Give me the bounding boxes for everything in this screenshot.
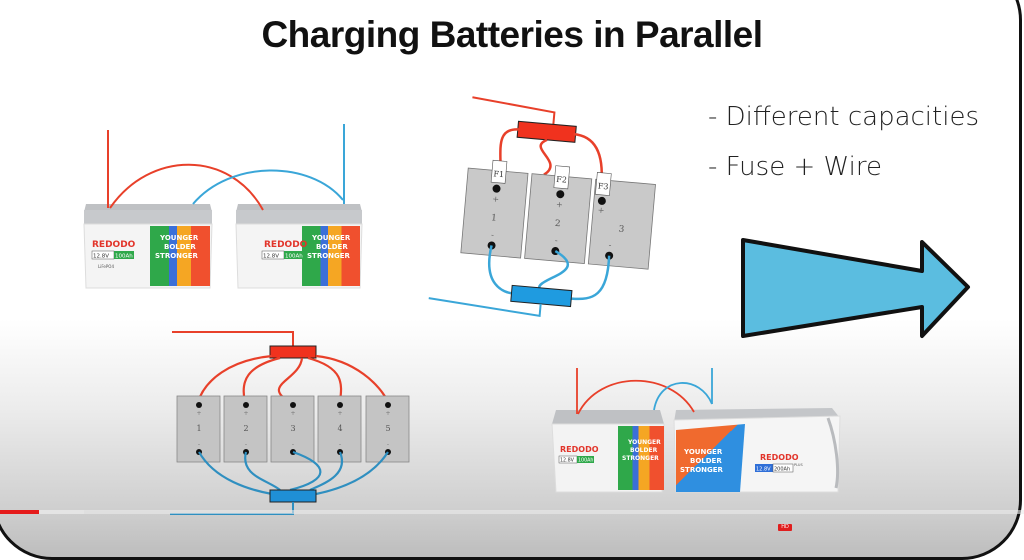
slogan-line-3: STRONGER [155,252,199,260]
plus-label: + [290,410,295,417]
plus-suffix-label: PLUS [794,463,803,467]
mixed-capacity-battery-photo: REDODO 12.8V 100Ah YOUNGER BOLDER STRONG… [551,368,841,493]
hd-badge: HD [778,524,792,531]
minus-label: - [198,441,200,448]
plus-label: + [243,410,248,417]
chemistry-label: LiFePO4 [98,264,114,269]
negative-jumper-wire [192,169,344,205]
fuse-f1 [490,159,508,184]
bullet-fuse-wire: - Fuse + Wire [708,152,882,182]
battery-200ah: YOUNGER BOLDER STRONGER REDODO 12.8V 200… [673,408,841,493]
battery-100ah-left: REDODO 12.8V 100Ah LiFePO4 YOUNGER BOLDE… [83,204,213,289]
slogan-line-2: BOLDER [164,243,196,251]
plus-label: + [597,206,604,216]
slogan-line-2: BOLDER [630,447,658,454]
plus-label: + [492,194,499,204]
voltage-label: 12.8V [560,458,575,464]
voltage-label: 12.8V [93,254,109,260]
battery-number: 5 [385,424,390,433]
brand-label: REDODO [760,453,799,462]
voltage-label: 12.8V [756,467,771,473]
fuse-label: F3 [597,181,608,191]
slogan-line-3: STRONGER [307,252,351,260]
fuse-f3 [595,172,612,196]
battery-number: 2 [554,219,561,229]
positive-busbar [269,345,317,359]
minus-label: - [491,230,495,239]
video-progress-bar[interactable] [0,510,1024,514]
battery-cell-1: + 1 - [176,395,221,463]
battery-cell-3: F3 + 3 - [587,172,656,270]
slogan-line-1: YOUNGER [311,234,351,242]
battery-cell-1: F1 + 1 - [460,159,529,259]
positive-jumper-wire [577,379,695,415]
capacity-label: 100Ah [285,254,303,260]
brand-label: REDODO [264,240,308,250]
bullet-different-capacities: - Different capacities [708,102,979,132]
battery-100ah-right: REDODO 12.8V 100Ah YOUNGER BOLDER STRONG… [235,204,363,289]
capacity-label: 200Ah [774,467,790,473]
fuse-label: F1 [493,169,504,179]
minus-label: - [292,441,294,448]
three-battery-fuse-diagram: F1 + 1 - F2 + 2 - F3 + 3 - [428,96,656,318]
slogan-line-2: BOLDER [690,457,722,465]
slide-graphics: REDODO 12.8V 100Ah LiFePO4 YOUNGER BOLDE… [83,96,970,515]
plus-label: + [337,410,342,417]
voltage-label: 12.8V [263,254,279,260]
battery-cell-2: F2 + 2 - [524,165,593,265]
battery-number: 4 [337,424,342,433]
capacity-label: 100Ah [115,254,133,260]
minus-label: - [339,441,341,448]
battery-cell-4: + 4 - [317,395,362,463]
slogan-line-3: STRONGER [680,466,724,474]
battery-number: 1 [491,213,498,223]
slogan-line-1: YOUNGER [159,234,199,242]
battery-number: 3 [618,224,625,234]
positive-jumper-wire [109,163,264,211]
minus-label: - [387,441,389,448]
plus-label: + [196,410,201,417]
fuse-f2 [553,165,571,190]
arrow-right-icon [741,238,970,338]
negative-busbar [269,489,317,503]
battery-number: 1 [196,424,201,433]
battery-cell-2: + 2 - [223,395,268,463]
negative-busbar [510,284,573,308]
battery-cell-5: + 5 - [365,395,410,463]
brand-label: REDODO [92,240,136,250]
slogan-line-3: STRONGER [622,455,659,462]
negative-jumper-wire [653,382,713,411]
capacity-label: 100Ah [578,458,593,464]
minus-label: - [245,441,247,448]
slide-title: Charging Batteries in Parallel [261,14,763,55]
minus-label: - [608,241,612,250]
slogan-line-2: BOLDER [316,243,348,251]
slogan-line-1: YOUNGER [683,448,723,456]
slogan-line-1: YOUNGER [627,439,661,446]
plus-label: + [385,410,390,417]
battery-number: 3 [290,424,295,433]
five-battery-diagram: + 1 - + 2 - + 3 - + 4 - [170,331,410,515]
battery-100ah: REDODO 12.8V 100Ah YOUNGER BOLDER STRONG… [551,410,665,493]
brand-label: REDODO [560,445,599,454]
bullet-list: - Different capacities - Fuse + Wire [708,100,979,200]
battery-cell-3: + 3 - [270,395,315,463]
minus-label: - [554,236,558,245]
battery-pair-photo: REDODO 12.8V 100Ah LiFePO4 YOUNGER BOLDE… [83,124,363,289]
video-played-bar[interactable] [0,510,39,514]
plus-label: + [556,200,563,210]
battery-number: 2 [243,424,248,433]
fuse-label: F2 [556,175,567,185]
video-buffered-bar [0,510,84,514]
